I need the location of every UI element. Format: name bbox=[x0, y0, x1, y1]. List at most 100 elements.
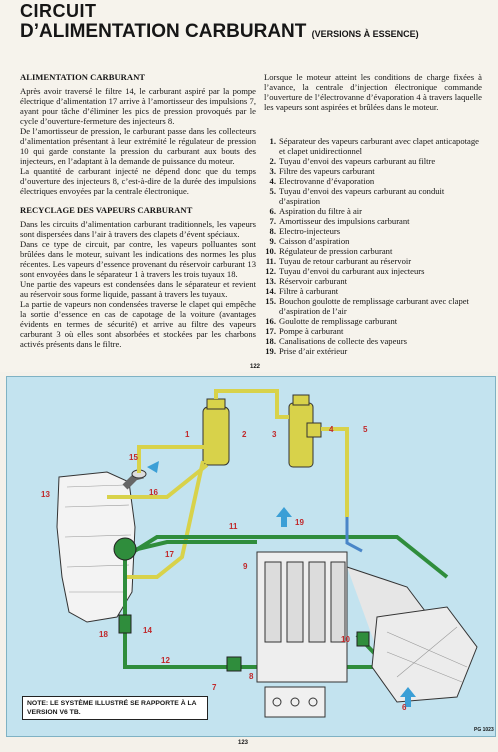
legend-item: 19.Prise d’air extérieur bbox=[264, 346, 482, 356]
legend-number: 1. bbox=[269, 136, 276, 146]
paragraph: Dans ce type de circuit, par contre, les… bbox=[20, 239, 256, 279]
legend-text: Amortisseur des impulsions carburant bbox=[279, 216, 410, 226]
legend-number: 12. bbox=[265, 266, 276, 276]
legend-number: 10. bbox=[265, 246, 276, 256]
legend-text: Canalisations de collecte des vapeurs bbox=[279, 336, 407, 346]
legend-text: Tuyau d’envoi des vapeurs carburant au c… bbox=[279, 186, 445, 206]
legend-number: 19. bbox=[265, 346, 276, 356]
legend-text: Séparateur des vapeurs carburant avec cl… bbox=[279, 136, 479, 156]
callout-17: 17 bbox=[165, 550, 174, 559]
return-line bbox=[345, 517, 363, 553]
title-main: D’ALIMENTATION CARBURANT bbox=[20, 21, 307, 42]
callout-4: 4 bbox=[329, 425, 334, 434]
vapour-separator bbox=[202, 398, 230, 466]
paragraph: Dans les circuits d’alimentation carbura… bbox=[20, 219, 256, 239]
paragraph: La partie de vapeurs non condensées trav… bbox=[20, 299, 256, 349]
legend-text: Aspiration du filtre à air bbox=[279, 206, 363, 216]
callout-19: 19 bbox=[295, 518, 304, 527]
legend-item: 2.Tuyau d’envoi des vapeurs carburant au… bbox=[264, 156, 482, 166]
legend-item: 14.Filtre à carburant bbox=[264, 286, 482, 296]
callout-1: 1 bbox=[185, 430, 190, 439]
callout-11: 11 bbox=[229, 522, 238, 531]
legend-item: 11.Tuyau de retour carburant au réservoi… bbox=[264, 256, 482, 266]
legend-number: 7. bbox=[269, 216, 276, 226]
legend-number: 11. bbox=[265, 256, 276, 266]
legend-text: Tuyau d’envoi du carburant aux injecteur… bbox=[279, 266, 425, 276]
legend-text: Tuyau de retour carburant au réservoir bbox=[279, 256, 412, 266]
callout-8: 8 bbox=[249, 672, 254, 681]
paragraph: Une partie des vapeurs est condensées da… bbox=[20, 279, 256, 299]
carbon-filter bbox=[288, 394, 314, 468]
callout-12: 12 bbox=[161, 656, 170, 665]
diagram-svg: 1 2 3 4 5 6 7 8 9 10 11 12 13 14 15 16 1… bbox=[41, 389, 478, 718]
callout-5: 5 bbox=[363, 425, 368, 434]
fuel-circuit-diagram: 1 2 3 4 5 6 7 8 9 10 11 12 13 14 15 16 1… bbox=[6, 376, 496, 737]
fuel-pump bbox=[113, 537, 137, 561]
legend-text: Electro-injecteurs bbox=[279, 226, 341, 236]
legend-number: 8. bbox=[269, 226, 276, 236]
legend-text: Filtre à carburant bbox=[279, 286, 339, 296]
callout-labels: 1 2 3 4 5 6 7 8 9 10 11 12 13 14 15 16 1… bbox=[41, 425, 407, 712]
legend-number: 18. bbox=[265, 336, 276, 346]
legend-number: 4. bbox=[269, 176, 276, 186]
paragraph: Lorsque le moteur atteint les conditions… bbox=[264, 72, 482, 112]
pressure-regulator bbox=[356, 631, 370, 647]
page-122: CIRCUIT D’ALIMENTATION CARBURANT (VERSIO… bbox=[0, 0, 498, 372]
paragraph: Après avoir traversé le filtre 14, le ca… bbox=[20, 86, 256, 126]
callout-6: 6 bbox=[402, 703, 407, 712]
legend-number: 2. bbox=[269, 156, 276, 166]
legend-number: 5. bbox=[269, 186, 276, 196]
legend-number: 14. bbox=[265, 286, 276, 296]
legend-text: Prise d’air extérieur bbox=[279, 346, 348, 356]
legend-item: 8.Electro-injecteurs bbox=[264, 226, 482, 236]
callout-3: 3 bbox=[272, 430, 277, 439]
legend-item: 13.Réservoir carburant bbox=[264, 276, 482, 286]
filler-neck bbox=[122, 469, 147, 490]
diagram-reference: PG 1023 bbox=[474, 727, 494, 733]
page-number-bottom: 123 bbox=[238, 740, 249, 746]
air-intake-arrows bbox=[147, 461, 416, 707]
title-line-2: D’ALIMENTATION CARBURANT (VERSIONS À ESS… bbox=[20, 21, 419, 45]
callout-10: 10 bbox=[341, 635, 350, 644]
legend-item: 10.Régulateur de pression carburant bbox=[264, 246, 482, 256]
callout-14: 14 bbox=[143, 626, 152, 635]
evaporation-electrovalve bbox=[306, 422, 322, 438]
legend-number: 17. bbox=[265, 326, 276, 336]
title-subtitle: (VERSIONS À ESSENCE) bbox=[311, 29, 419, 39]
vapour-lines bbox=[107, 389, 349, 579]
diagram-note: NOTE: LE SYSTÈME ILLUSTRÉ SE RAPPORTE À … bbox=[22, 696, 208, 720]
legend-item: 4.Electrovanne d’évaporation bbox=[264, 176, 482, 186]
left-column: ALIMENTATION CARBURANT Après avoir trave… bbox=[20, 72, 256, 349]
callout-16: 16 bbox=[149, 488, 158, 497]
legend-text: Pompe à carburant bbox=[279, 326, 344, 336]
legend-item: 12.Tuyau d’envoi du carburant aux inject… bbox=[264, 266, 482, 276]
callout-15: 15 bbox=[129, 453, 138, 462]
legend-text: Goulotte de remplissage carburant bbox=[279, 316, 398, 326]
legend-item: 17.Pompe à carburant bbox=[264, 326, 482, 336]
legend-text: Bouchon goulotte de remplissage carburan… bbox=[279, 296, 469, 316]
page-number-top: 122 bbox=[250, 364, 261, 370]
legend-number: 6. bbox=[269, 206, 276, 216]
legend-text: Electrovanne d’évaporation bbox=[279, 176, 375, 186]
heading-recyclage: RECYCLAGE DES VAPEURS CARBURANT bbox=[20, 205, 193, 215]
legend-number: 16. bbox=[265, 316, 276, 326]
callout-13: 13 bbox=[41, 490, 50, 499]
legend-text: Régulateur de pression carburant bbox=[279, 246, 393, 256]
callout-9: 9 bbox=[243, 562, 248, 571]
title-line-1: CIRCUIT bbox=[20, 1, 97, 21]
legend-text: Caisson d’aspiration bbox=[279, 236, 350, 246]
legend-text: Filtre des vapeurs carburant bbox=[279, 166, 375, 176]
pulse-damper bbox=[226, 656, 242, 672]
legend-number: 3. bbox=[269, 166, 276, 176]
legend-number: 13. bbox=[265, 276, 276, 286]
callout-7: 7 bbox=[212, 683, 217, 692]
legend-text: Réservoir carburant bbox=[279, 276, 348, 286]
callout-2: 2 bbox=[242, 430, 247, 439]
right-column: Lorsque le moteur atteint les conditions… bbox=[264, 72, 482, 356]
legend-item: 9.Caisson d’aspiration bbox=[264, 236, 482, 246]
legend-number: 15. bbox=[265, 296, 276, 306]
paragraph: De l’amortisseur de pression, le carbura… bbox=[20, 126, 256, 166]
paragraph: La quantité de carburant injecté ne dépe… bbox=[20, 166, 256, 196]
legend-item: 16.Goulotte de remplissage carburant bbox=[264, 316, 482, 326]
air-filter bbox=[371, 606, 478, 703]
